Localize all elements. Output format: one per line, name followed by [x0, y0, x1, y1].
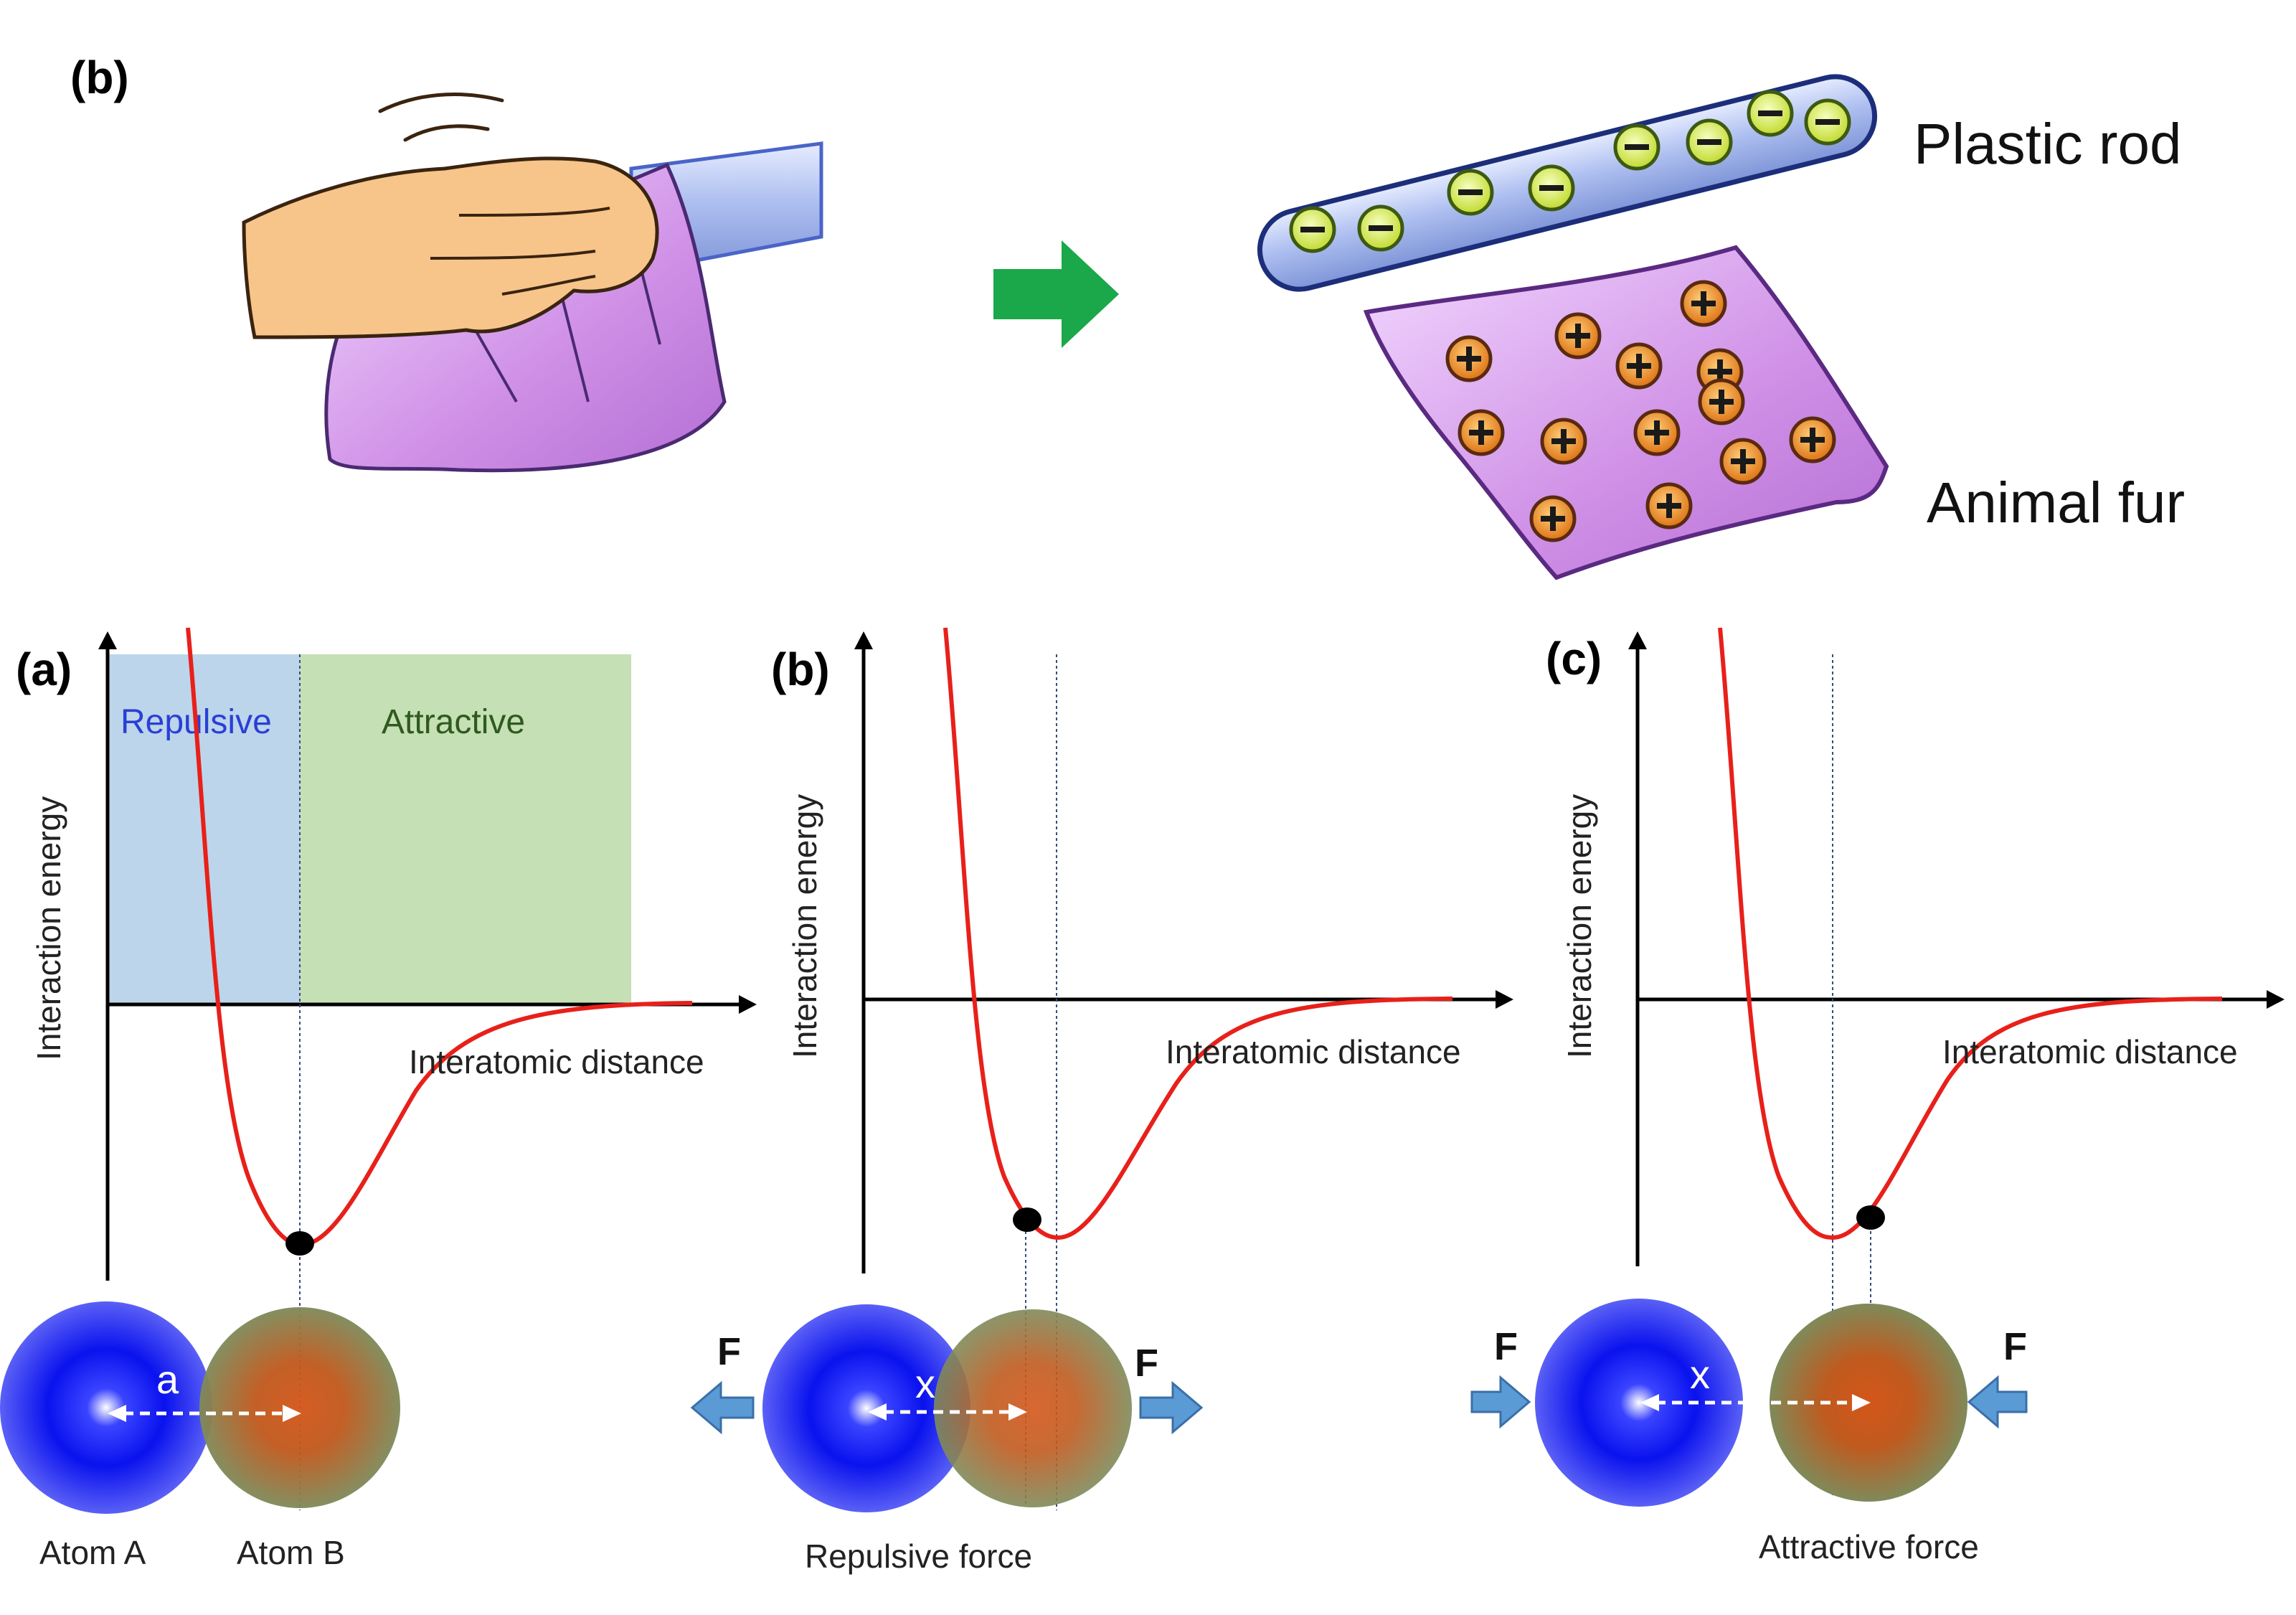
negative-charge-icon — [1613, 123, 1660, 171]
attractive-region — [300, 654, 631, 1004]
top-panel-label: (b) — [70, 52, 129, 103]
force-arrow-left-icon — [1470, 1375, 1531, 1429]
panel-a-label: (a) — [16, 644, 72, 695]
state-marker — [285, 1231, 314, 1256]
distance-label: x — [915, 1361, 935, 1406]
positive-charge-icon — [1645, 482, 1693, 529]
y-axis-title: Interaction energy — [786, 794, 823, 1058]
positive-charge-icon — [1680, 280, 1727, 327]
charged-rod — [1257, 74, 1878, 292]
x-axis-title: Interatomic distance — [409, 1043, 704, 1080]
atom-b — [199, 1307, 400, 1508]
caption: Repulsive force — [805, 1538, 1032, 1575]
force-arrow-left-icon — [690, 1380, 755, 1435]
atom-b — [934, 1309, 1132, 1507]
distance-arrow — [1640, 1394, 1871, 1411]
force-label-left: F — [1494, 1325, 1518, 1368]
positive-charge-icon — [1615, 342, 1663, 390]
y-axis-arrowhead-icon — [1628, 631, 1647, 649]
negative-charge-icon — [1686, 118, 1733, 166]
panel-c: (c) Interaction energy Interatomic dista… — [1470, 627, 2285, 1565]
panel-c-label: (c) — [1546, 633, 1602, 684]
atom-a-caption: Atom A — [39, 1534, 146, 1571]
x-axis-arrowhead-icon — [2267, 990, 2285, 1009]
x-axis-arrowhead-icon — [739, 995, 757, 1014]
negative-charge-icon — [1289, 206, 1336, 253]
positive-charge-icon — [1633, 409, 1681, 456]
positive-charge-icon — [1445, 335, 1493, 382]
force-label-left: F — [717, 1330, 741, 1373]
force-arrow-right-icon — [1967, 1375, 2028, 1429]
negative-charge-icon — [1528, 164, 1575, 212]
charged-fur — [1363, 245, 1889, 580]
positive-charges — [1445, 280, 1836, 542]
x-axis-arrowhead-icon — [1496, 990, 1513, 1009]
distance-arrow — [868, 1403, 1027, 1421]
negative-charge-icon — [1747, 90, 1794, 137]
y-axis-arrowhead-icon — [854, 631, 873, 649]
atom-a — [762, 1304, 970, 1512]
distance-label: x — [1690, 1352, 1710, 1397]
distance-arrow — [108, 1405, 301, 1422]
positive-charge-icon — [1540, 418, 1587, 465]
process-arrow-icon — [993, 240, 1119, 348]
attractive-region-label: Attractive — [382, 703, 525, 741]
positive-charge-icon — [1529, 495, 1577, 542]
x-axis-title: Interatomic distance — [1942, 1033, 2238, 1070]
positive-charge-icon — [1789, 416, 1836, 463]
y-axis-arrowhead-icon — [98, 631, 117, 649]
negative-charges — [1289, 90, 1851, 253]
positive-charge-icon — [1554, 312, 1602, 359]
panel-b: (b) Interaction energy Interatomic dista… — [690, 627, 1513, 1575]
force-label-right: F — [1135, 1342, 1158, 1385]
negative-charge-icon — [1804, 98, 1851, 146]
atom-a — [0, 1301, 212, 1514]
state-marker — [1856, 1205, 1885, 1230]
positive-charge-icon — [1698, 378, 1745, 425]
atom-a — [1535, 1299, 1743, 1507]
force-label-right: F — [2003, 1325, 2027, 1368]
positive-charge-icon — [1458, 409, 1505, 456]
y-axis-title: Interaction energy — [30, 796, 67, 1060]
panel-a: Repulsive Attractive (a) Interaction ene… — [0, 627, 757, 1571]
x-axis-title: Interatomic distance — [1166, 1033, 1461, 1070]
y-axis-title: Interaction energy — [1561, 794, 1598, 1058]
panel-b-label: (b) — [771, 644, 830, 695]
energy-curve — [1718, 627, 2223, 1240]
caption: Attractive force — [1759, 1528, 1979, 1565]
state-marker — [1013, 1207, 1041, 1232]
negative-charge-icon — [1447, 169, 1494, 216]
negative-charge-icon — [1357, 204, 1404, 252]
animal-fur-label: Animal fur — [1927, 471, 2185, 535]
distance-label: a — [156, 1357, 179, 1402]
atom-b-caption: Atom B — [237, 1534, 345, 1571]
motion-lines-icon — [378, 93, 504, 142]
energy-curve — [943, 627, 1453, 1240]
force-arrow-right-icon — [1139, 1380, 1204, 1435]
top-illustration: (b) — [70, 52, 2185, 580]
plastic-rod-label: Plastic rod — [1914, 112, 2181, 176]
hand — [242, 156, 659, 339]
positive-charge-icon — [1719, 438, 1767, 485]
